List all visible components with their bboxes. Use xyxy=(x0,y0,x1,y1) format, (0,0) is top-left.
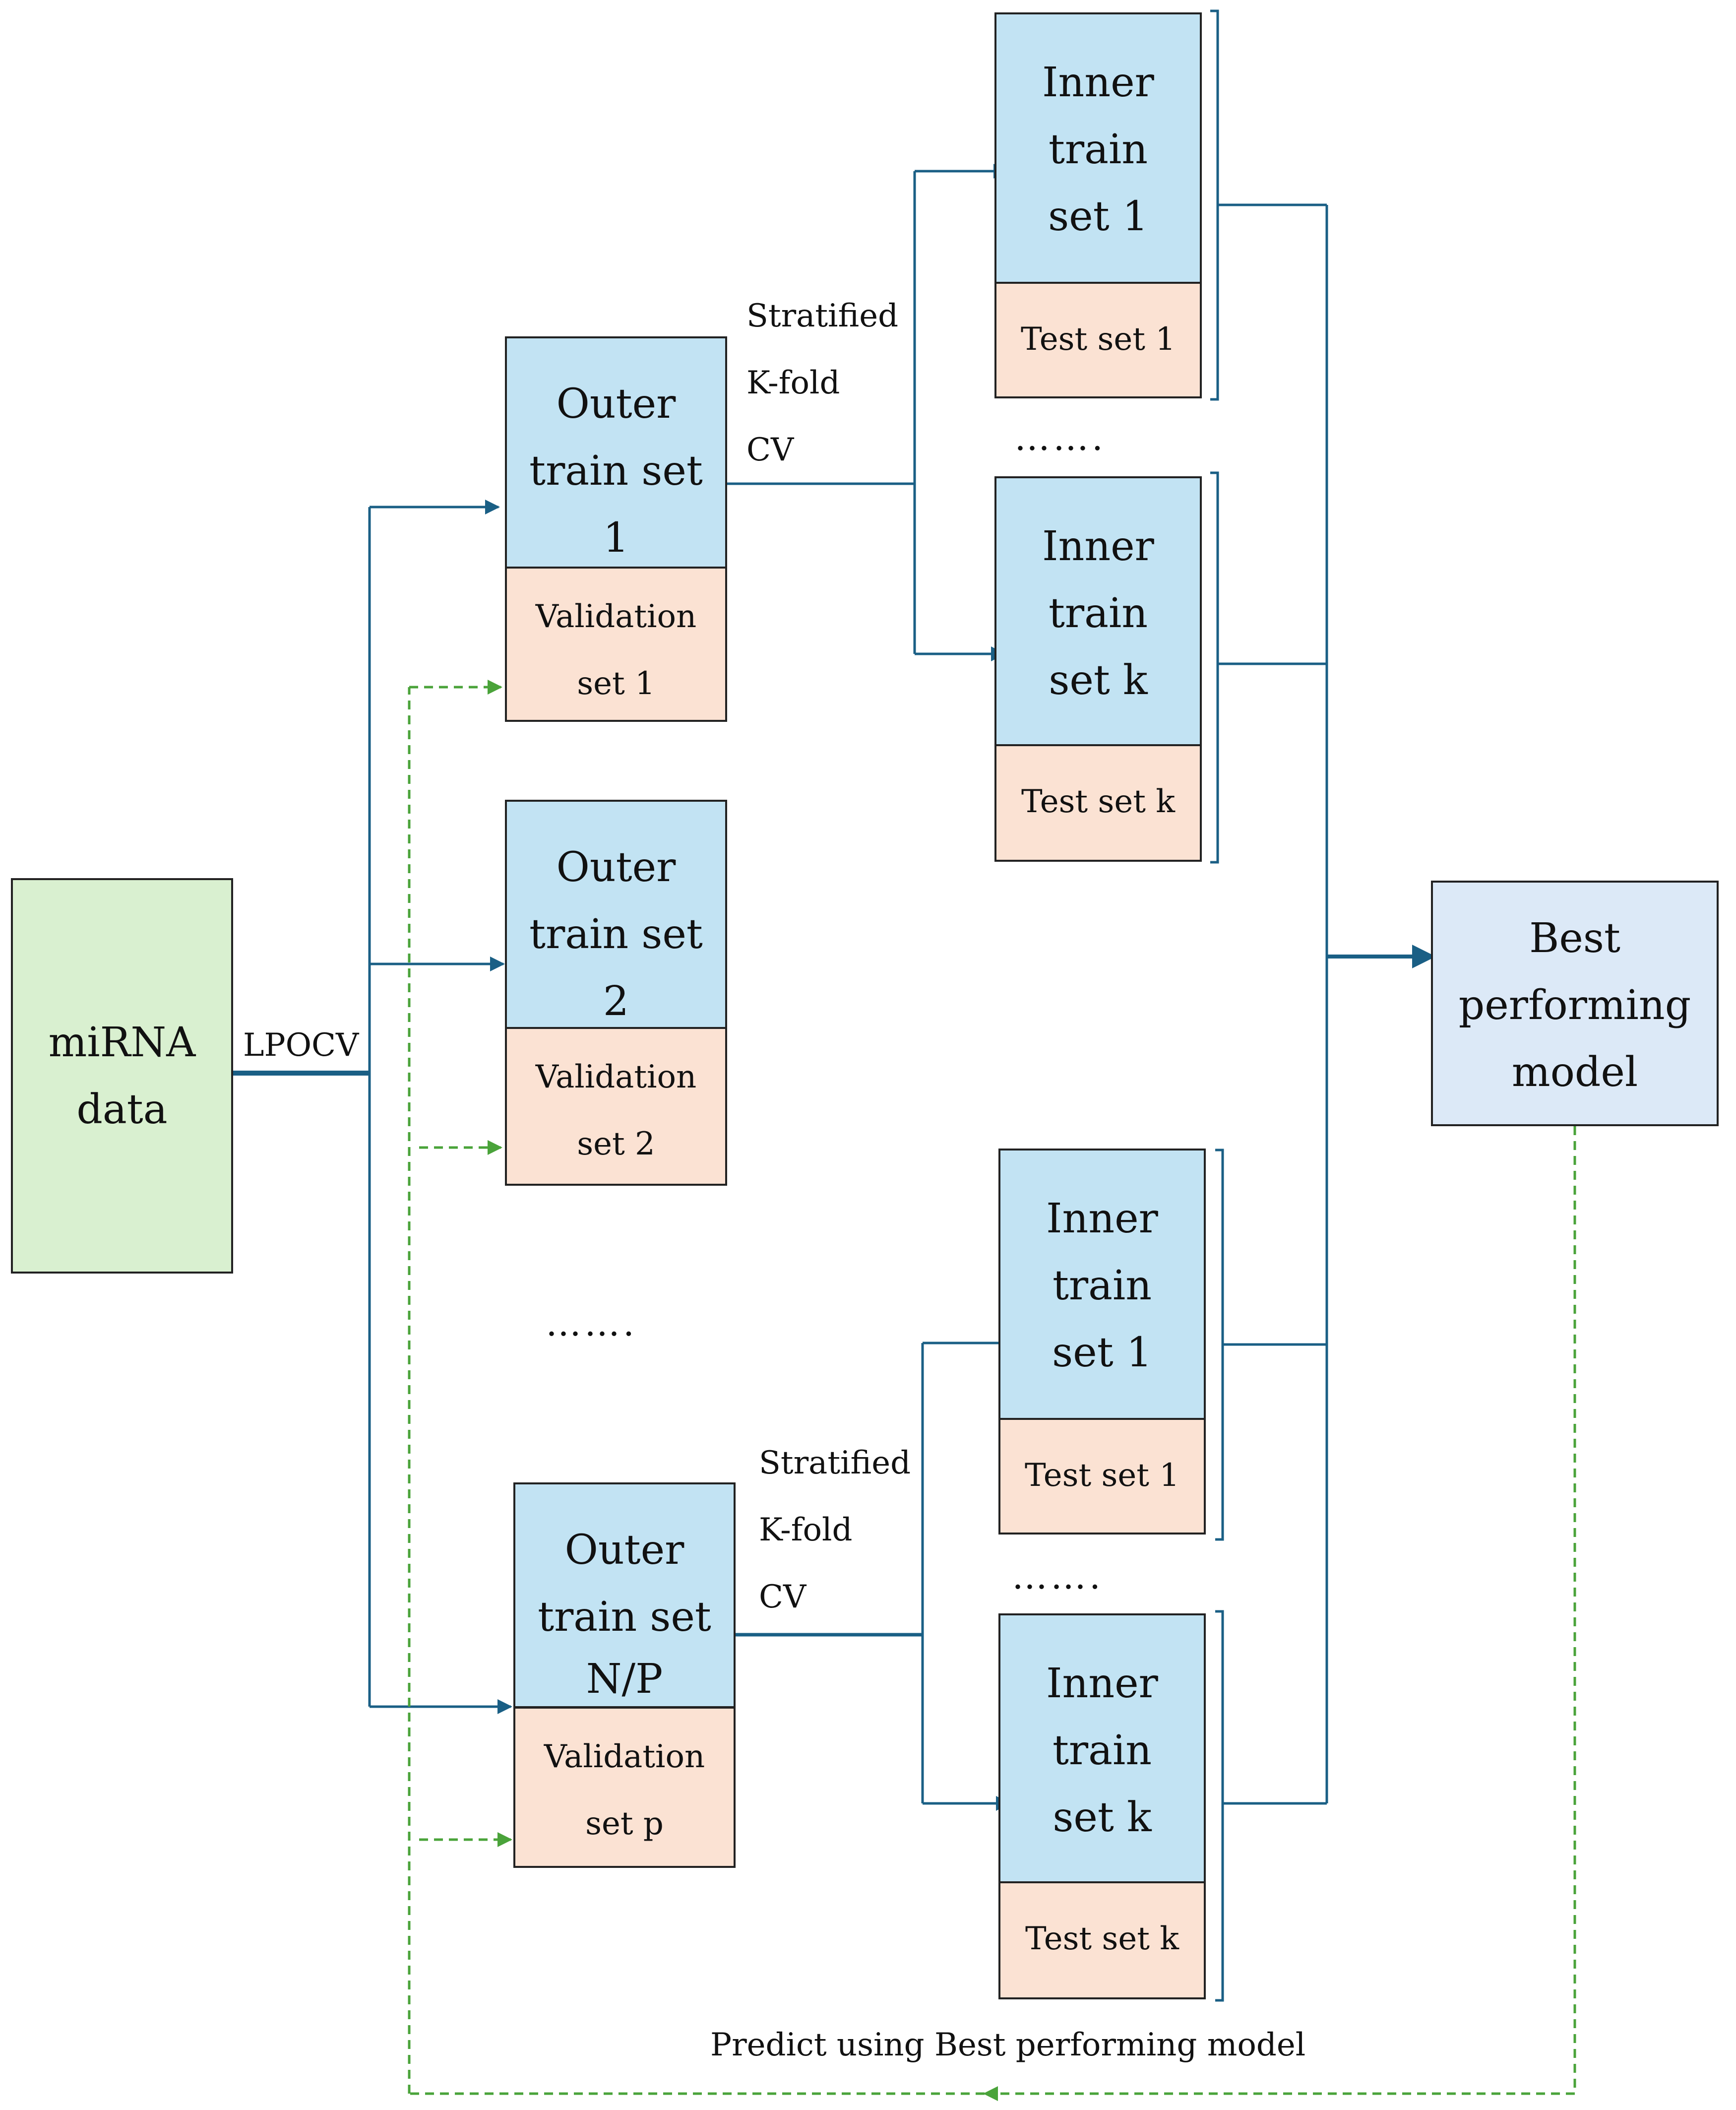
outer-train-np-line2: train set xyxy=(538,1594,711,1641)
inner-train-set-1-bottom: Inner train set 1 xyxy=(998,1149,1206,1420)
best-performing-model-box: Best performing model xyxy=(1431,881,1719,1126)
inner-bottom-1-line3: set 1 xyxy=(1052,1329,1152,1376)
cv-label-top-line2: K-fold xyxy=(746,365,840,401)
inner-bottom-1-line2: train xyxy=(1052,1262,1152,1309)
test-top-1-label: Test set 1 xyxy=(1021,321,1176,358)
outer-train-1-line2: train set xyxy=(529,448,703,495)
test-set-k-bottom: Test set k xyxy=(998,1881,1206,1999)
prediction-feedback xyxy=(408,680,1576,2101)
validation-set-p: Validation set p xyxy=(513,1707,736,1868)
test-bottom-k-label: Test set k xyxy=(1025,1920,1179,1957)
outer-train-2-line2: train set xyxy=(529,911,703,958)
predict-label: Predict using Best performing model xyxy=(710,2027,1306,2063)
inner-train-set-1-top: Inner train set 1 xyxy=(994,12,1202,284)
validation-p-line2: set p xyxy=(585,1805,664,1842)
cv-label-bottom-line3: CV xyxy=(759,1579,806,1615)
validation-2-line1: Validation xyxy=(535,1059,697,1095)
outer-train-set-2: Outer train set 2 xyxy=(505,800,727,1029)
outer-ellipsis: ……. xyxy=(546,1302,637,1344)
inner-bottom-k-line2: train xyxy=(1052,1727,1152,1774)
inner-ellipsis-bottom: ……. xyxy=(1012,1555,1104,1597)
outer-train-set-np: Outer train set N/P xyxy=(513,1482,736,1708)
mirna-data-line1: miRNA xyxy=(48,1019,196,1066)
inner-top-k-line2: train xyxy=(1048,590,1148,637)
inner-top-1-line3: set 1 xyxy=(1048,193,1148,240)
best-model-line1: Best xyxy=(1529,915,1620,962)
test-set-1-top: Test set 1 xyxy=(994,282,1202,398)
outer-train-2-line3: 2 xyxy=(603,978,629,1025)
validation-2-line2: set 2 xyxy=(577,1126,655,1162)
validation-1-line2: set 1 xyxy=(577,665,655,702)
outer-train-np-line1: Outer xyxy=(564,1527,684,1574)
aggregation-connectors xyxy=(1218,203,1436,1805)
cv-label-bottom-line2: K-fold xyxy=(759,1512,853,1548)
best-model-line2: performing xyxy=(1458,982,1691,1029)
inner-brackets xyxy=(1210,9,1224,2002)
inner-bottom-k-line3: set k xyxy=(1053,1794,1152,1841)
mirna-data-line2: data xyxy=(76,1086,168,1133)
validation-set-2: Validation set 2 xyxy=(505,1027,727,1186)
mirna-data-box: miRNA data xyxy=(11,878,233,1274)
inner-top-1-line1: Inner xyxy=(1042,59,1154,106)
outer-train-1-line3: 1 xyxy=(603,514,629,562)
outer-train-set-1: Outer train set 1 xyxy=(505,336,727,569)
test-set-k-top: Test set k xyxy=(994,744,1202,862)
inner-bottom-1-line1: Inner xyxy=(1046,1195,1158,1242)
inner-top-k-line1: Inner xyxy=(1042,523,1154,570)
lpocv-connectors xyxy=(233,500,512,1714)
validation-p-line1: Validation xyxy=(544,1738,705,1775)
test-top-k-label: Test set k xyxy=(1021,783,1176,820)
validation-set-1: Validation set 1 xyxy=(505,567,727,722)
cv-label-bottom-line1: Stratified xyxy=(759,1445,911,1481)
best-model-line3: model xyxy=(1511,1049,1638,1096)
outer-train-2-line1: Outer xyxy=(556,844,676,891)
cv-connectors-bottom xyxy=(729,1336,1013,1811)
inner-bottom-k-line1: Inner xyxy=(1046,1660,1158,1707)
test-bottom-1-label: Test set 1 xyxy=(1025,1457,1179,1494)
inner-train-set-k-top: Inner train set k xyxy=(994,476,1202,747)
test-set-1-bottom: Test set 1 xyxy=(998,1418,1206,1535)
inner-train-set-k-bottom: Inner train set k xyxy=(998,1613,1206,1884)
cv-label-top-line3: CV xyxy=(746,432,794,468)
cv-connectors-top xyxy=(722,164,1008,661)
inner-top-1-line2: train xyxy=(1048,126,1148,173)
inner-top-k-line3: set k xyxy=(1049,657,1148,704)
cv-label-top-line1: Stratified xyxy=(746,298,899,334)
outer-train-1-line1: Outer xyxy=(556,381,676,428)
inner-ellipsis-top: ……. xyxy=(1014,417,1106,458)
lpocv-label: LPOCV xyxy=(243,1027,359,1064)
outer-train-np-line3: N/P xyxy=(586,1656,663,1703)
validation-1-line1: Validation xyxy=(535,598,697,635)
